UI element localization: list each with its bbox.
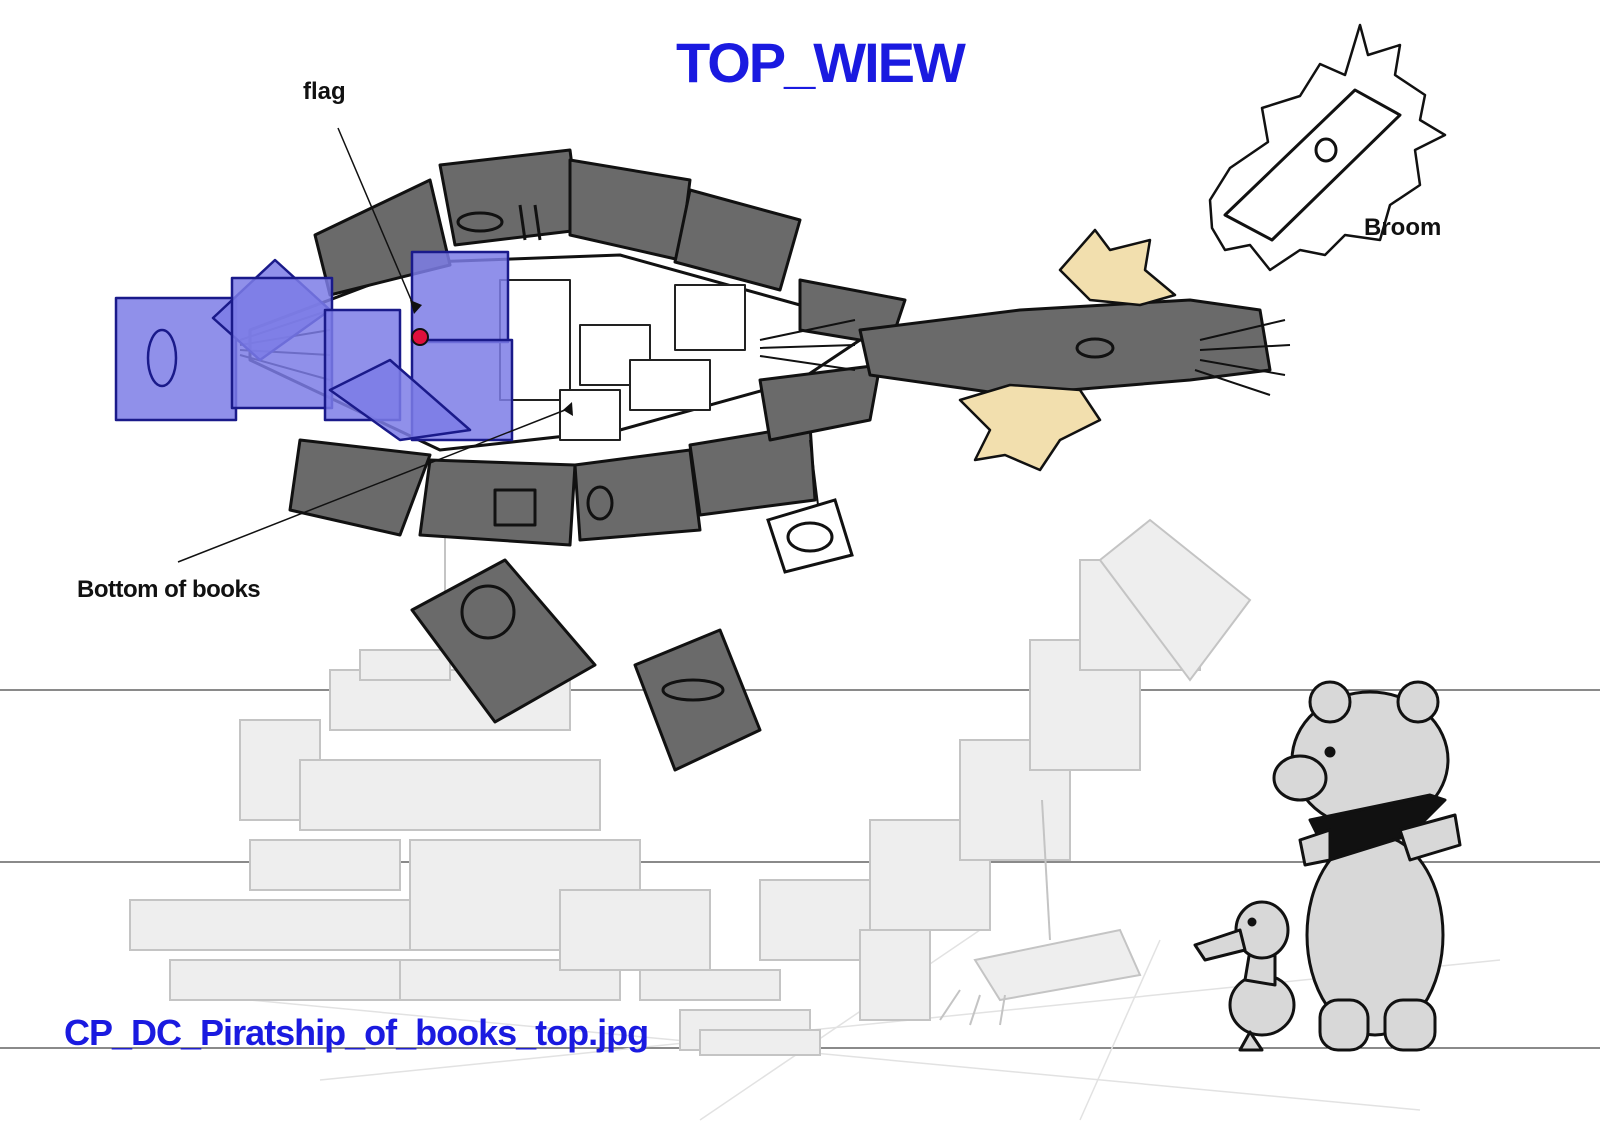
blue-book — [328, 358, 472, 442]
book-emblem — [586, 485, 614, 521]
falling-book — [410, 558, 597, 724]
duck-beak — [1193, 928, 1247, 962]
mast-pole — [1041, 799, 1051, 941]
hull-book-bottom — [418, 458, 577, 547]
hull-book-bottom — [573, 448, 702, 542]
side-view-ship-sketch — [129, 518, 1252, 1056]
straw-tuft — [958, 383, 1102, 472]
interior-page — [559, 389, 621, 441]
book-emblem — [493, 488, 537, 527]
book-emblem — [460, 584, 516, 640]
top-view-broom — [1208, 23, 1447, 272]
bottom-of-books-label: Bottom of books — [77, 576, 261, 603]
tag-string — [809, 439, 819, 506]
duck-eye — [1247, 917, 1257, 927]
broom-label: Broom — [1364, 214, 1442, 241]
bear-arm — [1398, 813, 1462, 862]
bear-snout — [1272, 754, 1328, 802]
interior-page — [629, 359, 711, 411]
pile-book — [249, 839, 401, 891]
floor-line — [1079, 939, 1161, 1121]
book-emblem — [146, 328, 178, 388]
file-name-caption: CP_DC_Piratship_of_books_top.jpg — [64, 1012, 649, 1053]
broom-head — [1223, 88, 1402, 242]
tag-book — [766, 498, 854, 574]
hanging-tag — [766, 439, 854, 574]
book-emblem — [786, 521, 834, 553]
flag-leader-line — [337, 127, 413, 303]
hull-book-bottom — [288, 438, 432, 537]
bow-blue-books — [114, 250, 514, 442]
pile-book — [359, 649, 451, 681]
hull-book-top — [568, 158, 692, 262]
straw-tuft — [1058, 228, 1177, 307]
bear-ear — [1308, 680, 1352, 724]
pile-book — [559, 889, 711, 971]
book-emblem — [661, 678, 725, 702]
floor-line — [249, 999, 1421, 1111]
book-spine-line — [533, 204, 542, 241]
hull-book-top — [438, 148, 582, 247]
hull-book-bottom — [688, 423, 817, 517]
flag-arrow-head — [410, 300, 422, 314]
pile-book — [169, 959, 401, 1001]
flag-label: flag — [303, 78, 346, 105]
mid-pages — [759, 319, 856, 371]
page-title: TOP_WIEW — [676, 31, 966, 94]
book-emblem — [456, 211, 504, 233]
bottom-arrow-head — [563, 402, 573, 416]
bear-arm — [1298, 828, 1332, 867]
pile-book — [639, 969, 781, 1001]
bear-leg — [1383, 998, 1437, 1052]
bear-leg — [1318, 998, 1370, 1052]
book-emblem — [1075, 337, 1115, 359]
hull-book-top — [673, 188, 802, 292]
pile-book — [699, 1029, 821, 1056]
broom-handle-hole — [1314, 137, 1338, 163]
pile-book — [399, 959, 621, 1001]
hull-book-bottom — [758, 363, 882, 442]
stern-pages — [1194, 319, 1291, 396]
bottom-leader-line — [177, 409, 566, 563]
bear-character — [1272, 680, 1462, 1052]
straw-bristles — [958, 228, 1177, 472]
blue-book — [410, 250, 510, 344]
floor-line — [699, 929, 981, 1121]
bear-eye — [1324, 746, 1336, 758]
side-broom-head — [973, 928, 1142, 1002]
pile-book — [299, 759, 601, 831]
stern-book — [858, 298, 1272, 397]
duck-character — [1193, 900, 1296, 1052]
pile-book — [859, 929, 931, 1021]
blue-book — [230, 276, 334, 410]
pile-book — [129, 899, 421, 951]
interior-page — [674, 284, 746, 351]
duck-feet — [1238, 1030, 1264, 1052]
book-spine-line — [518, 204, 527, 241]
side-broom-bristles — [939, 989, 1006, 1026]
flag-marker-dot — [411, 328, 429, 346]
falling-books — [410, 558, 762, 772]
bear-ear — [1396, 680, 1440, 724]
open-book-sail — [1098, 518, 1252, 682]
